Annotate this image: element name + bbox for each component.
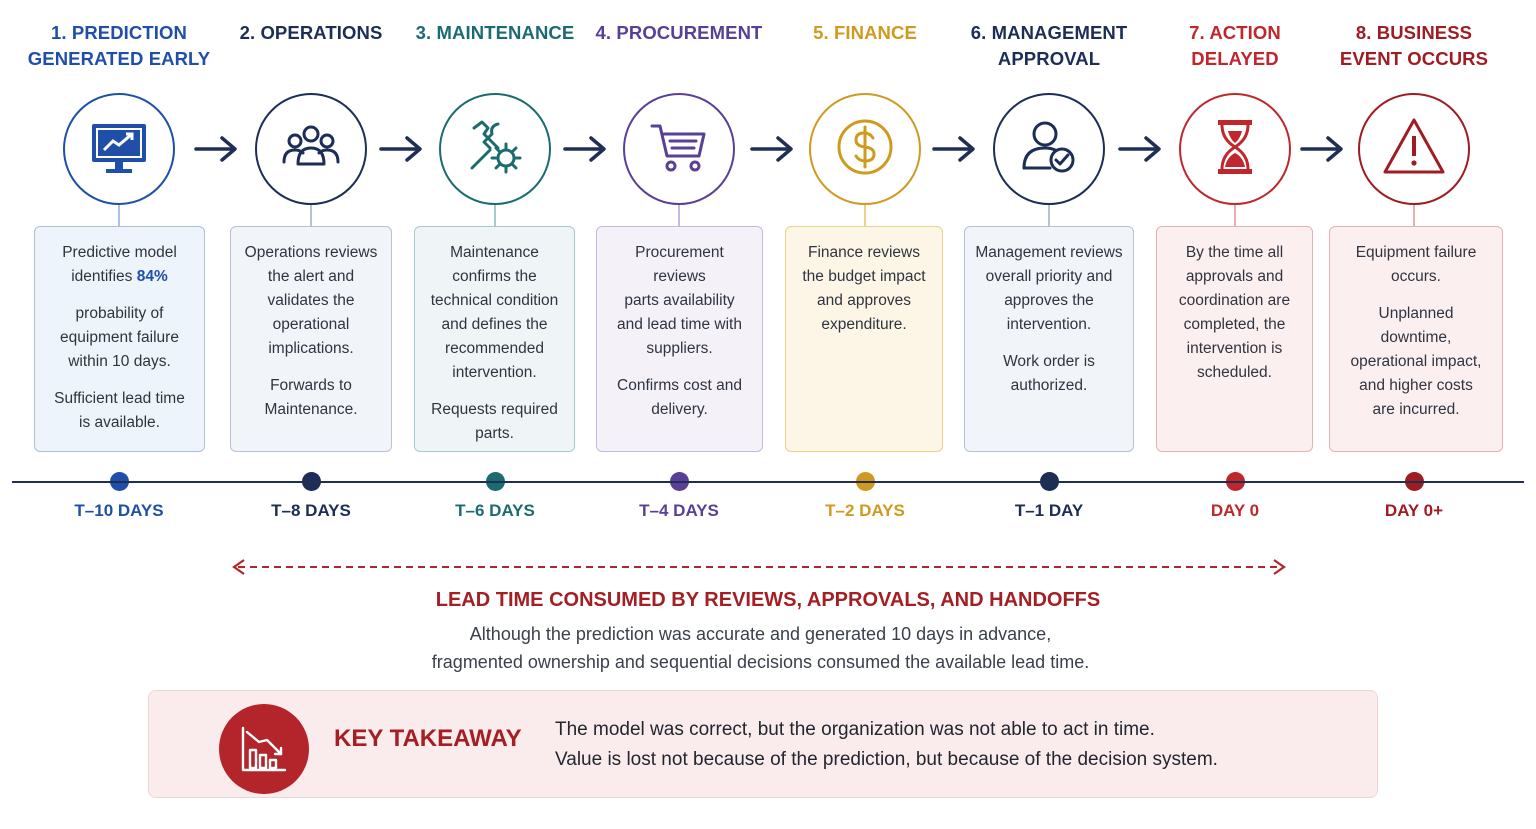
connector-line [494,205,496,227]
card-paragraph: Operations reviews the alert and validat… [244,244,378,357]
flow-arrow-icon [932,132,978,166]
timeline-label: T–8 DAYS [271,501,351,520]
stage-circle [993,93,1105,205]
flow-arrow-icon [563,132,609,166]
connector-line [1234,205,1236,227]
flow-arrow-icon [1118,132,1164,166]
card-paragraph: Maintenance confirms the technical condi… [430,244,559,381]
warning-icon [1381,114,1447,185]
card-paragraph: Sufficient lead time is available. [54,390,185,431]
card-paragraph: Management reviews overall priority and … [975,244,1123,333]
timeline-label: T–4 DAYS [639,501,719,520]
stage-card: Finance reviews the budget impact and ap… [785,226,943,452]
card-paragraph: Work order is authorized. [1003,353,1095,394]
card-paragraph: Unplanned downtime, operational impact, … [1350,305,1482,418]
stage-title: 8. BUSINESS EVENT OCCURS [1339,22,1489,69]
lead-time-subtitle: Although the prediction was accurate and… [431,624,1090,672]
shopping-cart-icon [646,114,712,185]
flow-arrow-icon [194,132,240,166]
card-paragraph: Predictive model identifies 84% [62,244,177,285]
stage-card: Operations reviews the alert and validat… [230,226,392,452]
dollar-coin-icon [832,114,898,185]
probability-highlight: 84% [136,268,168,285]
key-takeaway-text: The model was correct, but the organizat… [555,715,1355,775]
stage-circle [809,93,921,205]
timeline-label: T–1 DAY [1014,501,1084,520]
stage-card: Equipment failure occurs. Unplanned downt… [1329,226,1503,452]
stage-card: Predictive model identifies 84% probabili… [34,226,205,452]
monitor-chart-icon [86,114,152,185]
timeline-label: T–6 DAYS [455,501,535,520]
flow-arrow-icon [750,132,796,166]
stage-card: Management reviews overall priority and … [964,226,1134,452]
timeline-label: T–10 DAYS [74,501,164,520]
stage-title: 3. MAINTENANCE [415,22,575,43]
connector-line [678,205,680,227]
key-takeaway-panel: KEY TAKEAWAY The model was correct, but … [148,690,1378,798]
lead-time-title: LEAD TIME CONSUMED BY REVIEWS, APPROVALS… [435,589,1101,611]
key-takeaway-line-2: Value is lost not because of the predict… [555,749,1218,770]
card-paragraph: Confirms cost and delivery. [617,377,742,418]
stage-circle [439,93,551,205]
team-icon [278,114,344,185]
key-takeaway-title: KEY TAKEAWAY [334,725,522,752]
connector-line [1413,205,1415,227]
stage-card: Maintenance confirms the technical condi… [414,226,575,452]
stage-circle [255,93,367,205]
connector-line [1048,205,1050,227]
stage-title: 2. OPERATIONS [239,22,383,43]
card-paragraph: probability of equipment failure within … [60,305,179,370]
key-takeaway-line-1: The model was correct, but the organizat… [555,719,1155,740]
timeline-line [12,481,1524,483]
card-paragraph: By the time all approvals and coordinati… [1178,244,1291,381]
flow-arrow-icon [379,132,425,166]
connector-line [310,205,312,227]
timeline-label: T–2 DAYS [825,501,905,520]
stage-card: By the time all approvals and coordinati… [1156,226,1313,452]
stage-title: 4. PROCUREMENT [595,22,763,43]
timeline-label: DAY 0+ [1384,501,1444,520]
stage-circle [63,93,175,205]
stage-title: 7. ACTION DELAYED [1189,22,1281,69]
connector-line [864,205,866,227]
stage-title: 1. PREDICTION GENERATED EARLY [27,22,211,69]
stage-circle [623,93,735,205]
tools-gear-icon [462,114,528,185]
card-paragraph: Procurement reviews parts availability a… [617,244,742,357]
declining-chart-icon [219,704,309,794]
user-check-icon [1016,114,1082,185]
card-paragraph: Finance reviews the budget impact and ap… [802,244,926,333]
card-paragraph: Requests required parts. [431,401,558,442]
card-paragraph: Equipment failure occurs. [1355,244,1477,285]
stage-circle [1179,93,1291,205]
timeline-label: DAY 0 [1210,501,1260,520]
stage-title: 6. MANAGEMENT APPROVAL [970,22,1128,69]
hourglass-icon [1202,114,1268,185]
card-paragraph: Forwards to Maintenance. [264,377,358,418]
lead-time-dashed-arrow [232,559,1286,575]
flow-arrow-icon [1300,132,1346,166]
connector-line [118,205,120,227]
stage-card: Procurement reviews parts availability a… [596,226,763,452]
stage-title: 5. FINANCE [813,22,917,43]
stage-circle [1358,93,1470,205]
